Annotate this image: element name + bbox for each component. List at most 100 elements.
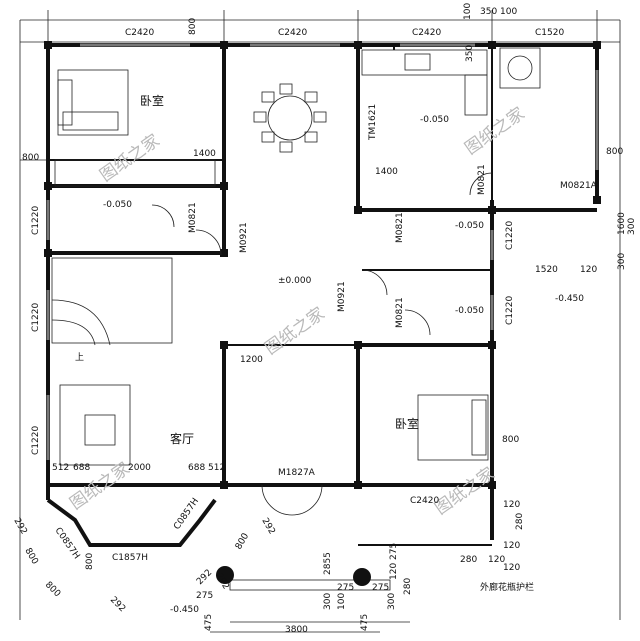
dim-right-800-a: 800 <box>606 147 623 157</box>
dim-left-800: 800 <box>22 153 39 163</box>
opening-c0857h-l: C0857H <box>53 526 82 561</box>
elev-kitchen: -0.050 <box>420 115 449 125</box>
dim-275-a: 275 <box>389 543 399 560</box>
dim-292-e: 292 <box>108 595 127 614</box>
dim-2000: 2000 <box>128 463 151 473</box>
dim-right-c1220-a: C1220 <box>505 221 515 250</box>
watermark-5: 图纸之家 <box>431 464 498 519</box>
opening-m0921: M0921 <box>239 222 249 253</box>
doors <box>151 172 493 516</box>
stair-up-mark: 上 <box>75 352 84 363</box>
dim-right-120a: 120 <box>580 265 597 275</box>
dim-right-800-b: 800 <box>502 435 519 445</box>
watermark-2: 图纸之家 <box>461 104 528 159</box>
dim-512-a: 512 <box>52 463 69 473</box>
dim-800-c: 800 <box>22 547 39 567</box>
dim-292-d: 292 <box>195 568 214 587</box>
axis-lines <box>19 10 621 633</box>
dim-top-800: 800 <box>188 18 198 35</box>
dim-top-350v: 350 <box>465 45 475 62</box>
dim-top-c2420-c: C2420 <box>412 28 441 38</box>
sofa <box>59 384 131 466</box>
balcony-note: 外廊花瓶护栏 <box>480 581 534 593</box>
elev-main: ±0.000 <box>278 276 312 286</box>
windows <box>46 43 599 460</box>
dim-120-c: 120 <box>503 563 520 573</box>
dim-300-a: 300 <box>323 593 333 610</box>
dim-left-c1220-c: C1220 <box>31 426 41 455</box>
opening-m0921-b: M0921 <box>337 281 347 312</box>
dim-292-b: 292 <box>259 517 276 537</box>
stair <box>51 257 173 346</box>
bed-b <box>417 394 489 461</box>
dim-top-c2420-b: C2420 <box>278 28 307 38</box>
bay-window <box>46 498 217 547</box>
watermark-1: 图纸之家 <box>96 131 163 186</box>
dim-300-b: 300 <box>387 593 397 610</box>
dim-top-350: 350 <box>480 7 497 17</box>
dim-120-b: 120 <box>503 541 520 551</box>
columns <box>44 41 601 489</box>
dim-120-d: 120 <box>488 555 505 565</box>
elev-bath-b1: -0.050 <box>455 221 484 231</box>
elev-outside-right: -0.450 <box>555 294 584 304</box>
dim-275-d: 275 <box>196 591 213 601</box>
dim-left-c1220-a: C1220 <box>31 206 41 235</box>
watermark-3: 图纸之家 <box>261 304 328 359</box>
dim-right-300b: 300 <box>627 218 637 235</box>
opening-c1857h: C1857H <box>112 553 148 563</box>
dim-475-a: 475 <box>204 614 214 631</box>
elev-bath-a: -0.050 <box>103 200 132 210</box>
dim-512-b: 512 <box>208 463 225 473</box>
dim-275-b: 275 <box>337 583 354 593</box>
laundry <box>499 47 541 89</box>
dim-275-c: 275 <box>372 583 389 593</box>
dim-280-c: 280 <box>403 578 413 595</box>
dim-800-d: 800 <box>234 531 251 551</box>
dim-1400-a: 1400 <box>193 149 216 159</box>
elev-bath-b2: -0.050 <box>455 306 484 316</box>
dim-1400-b: 1400 <box>375 167 398 177</box>
opening-m0821-b1: M0821 <box>395 212 405 243</box>
dim-800-e: 800 <box>85 553 95 570</box>
wardrobe-a <box>54 159 216 187</box>
room-living: 客厅 <box>170 431 194 446</box>
dim-120-a: 120 <box>503 500 520 510</box>
dim-292-a: 292 <box>11 517 28 537</box>
dim-688-a: 688 <box>73 463 90 473</box>
opening-tm1621: TM1621 <box>368 104 378 141</box>
opening-m0821-a: M0821 <box>188 202 198 233</box>
opening-m0821a: M0821A <box>560 181 598 191</box>
opening-c1520: C1520 <box>535 28 564 38</box>
dim-280-a: 280 <box>515 513 525 530</box>
opening-m0821-b2: M0821 <box>395 297 405 328</box>
dim-2855: 2855 <box>323 552 333 575</box>
dim-3800: 3800 <box>285 625 308 635</box>
dim-688-b: 688 <box>188 463 205 473</box>
dim-120-e: 120 <box>389 563 399 580</box>
dim-top-c2420-a: C2420 <box>125 28 154 38</box>
opening-m1827a: M1827A <box>278 468 316 478</box>
dim-280-b: 280 <box>460 555 477 565</box>
dim-top-100a: 100 <box>463 3 473 20</box>
balcony <box>216 544 492 591</box>
dim-475-b: 475 <box>360 614 370 631</box>
dim-right-1600: 1600 <box>617 212 627 235</box>
dim-left-c1220-b: C1220 <box>31 303 41 332</box>
dining-table <box>253 83 327 153</box>
dim-800-f: 800 <box>43 580 62 599</box>
bed-a <box>57 69 129 136</box>
room-bedroom-b: 卧室 <box>395 416 419 431</box>
opening-m0821-k: M0821 <box>477 164 487 195</box>
dim-100: 100 <box>337 593 347 610</box>
elev-outside-bottom: -0.450 <box>170 605 199 615</box>
dim-right-1520: 1520 <box>535 265 558 275</box>
room-bedroom-a: 卧室 <box>140 93 164 108</box>
dim-right-300a: 300 <box>617 253 627 270</box>
dim-top-100b: 100 <box>500 7 517 17</box>
dim-right-c1220-b: C1220 <box>505 296 515 325</box>
dim-1200: 1200 <box>240 355 263 365</box>
dim-c2420-bottom: C2420 <box>410 496 439 506</box>
kitchen-counter <box>361 49 488 116</box>
